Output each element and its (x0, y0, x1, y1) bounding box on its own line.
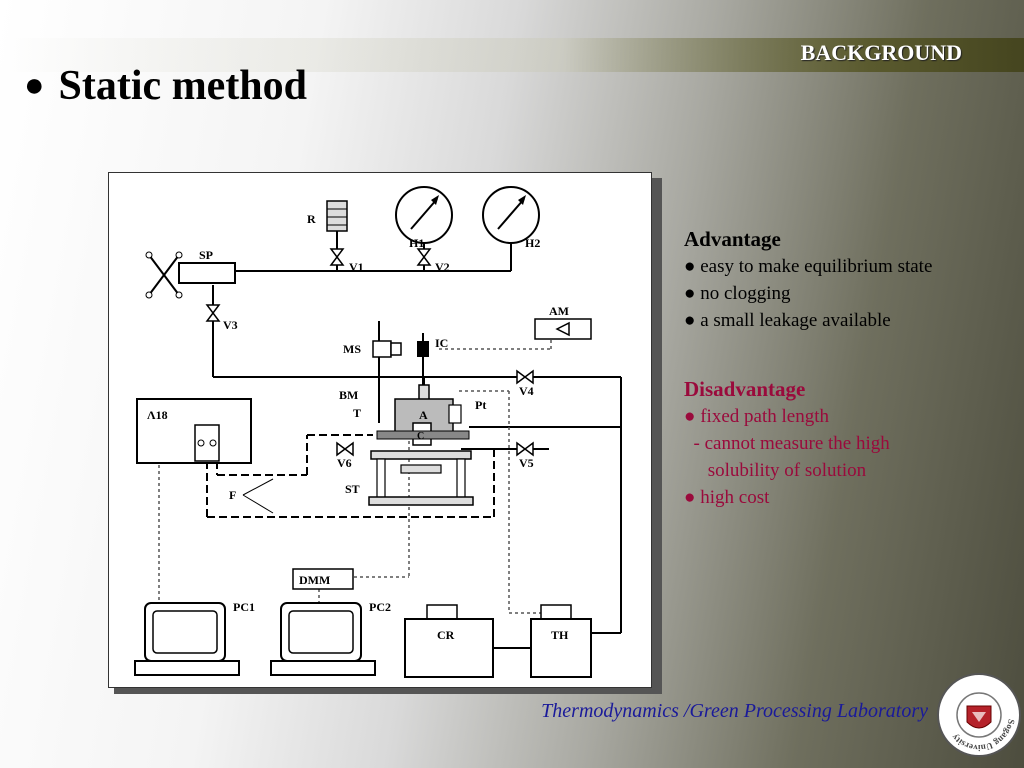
label-dmm: DMM (299, 573, 330, 587)
label-bm: BM (339, 388, 358, 402)
pros-cons-panel: Advantage ● easy to make equilibrium sta… (684, 226, 1014, 511)
label-cr: CR (437, 628, 455, 642)
label-st: ST (345, 482, 360, 496)
advantage-item: ● no clogging (684, 283, 791, 304)
label-pc1: PC1 (233, 600, 255, 614)
bullet-icon: ● (24, 67, 45, 104)
label-am: AM (549, 304, 569, 318)
label-v4: V4 (519, 384, 534, 398)
label-h1: H1 (409, 236, 424, 250)
disadvantage-item: - cannot measure the high (684, 433, 890, 454)
disadvantage-item: ● high cost (684, 487, 770, 508)
apparatus-schematic: R H1 H2 V1 V2 SP V3 AM MS IC V4 BM T Pt … (134, 186, 622, 678)
header-bar (0, 38, 1024, 72)
label-pt: Pt (475, 398, 486, 412)
university-seal-icon: Sogang University (937, 673, 1021, 757)
label-a18: Λ18 (147, 408, 168, 422)
label-th: TH (551, 628, 569, 642)
advantage-item: ● easy to make equilibrium state (684, 256, 933, 277)
label-v2: V2 (435, 260, 450, 274)
label-v1: V1 (349, 260, 364, 274)
label-ic: IC (435, 336, 448, 350)
label-r: R (307, 212, 316, 226)
slide-title-text: Static method (58, 63, 308, 109)
footer-lab-name: Thermodynamics /Green Processing Laborat… (541, 700, 928, 722)
label-a: A (419, 408, 428, 422)
disadvantage-heading: Disadvantage (684, 377, 806, 401)
label-v5: V5 (519, 456, 534, 470)
apparatus-diagram: R H1 H2 V1 V2 SP V3 AM MS IC V4 BM T Pt … (108, 172, 652, 688)
label-h2: H2 (525, 236, 540, 250)
disadvantage-item: solubility of solution (684, 460, 867, 481)
disadvantage-item: ● fixed path length (684, 406, 829, 427)
label-f: F (229, 488, 236, 502)
label-ms: MS (343, 342, 361, 356)
section-label: BACKGROUND (800, 40, 962, 65)
label-v6: V6 (337, 456, 352, 470)
label-v3: V3 (223, 318, 238, 332)
label-pc2: PC2 (369, 600, 391, 614)
advantage-item: ● a small leakage available (684, 310, 891, 331)
label-c: C (417, 431, 424, 442)
slide-title: ● Static method (24, 62, 307, 110)
label-t: T (353, 406, 361, 420)
label-sp: SP (199, 248, 213, 262)
advantage-heading: Advantage (684, 227, 781, 251)
